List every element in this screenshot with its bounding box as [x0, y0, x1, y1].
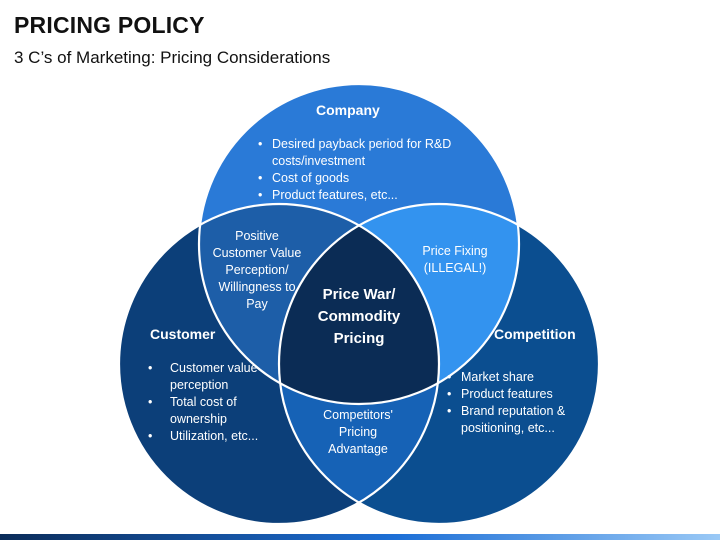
list-item: Product features, etc...	[258, 187, 466, 204]
customer-outline	[117, 202, 441, 526]
list-item: Cost of goods	[258, 170, 466, 187]
center-overlap	[279, 204, 439, 404]
competition-heading: Competition	[494, 326, 576, 342]
company-bullets: Desired payback period for R&D costs/inv…	[256, 136, 466, 204]
footer-bar	[0, 534, 720, 540]
customer-bullets: Customer value perception Total cost of …	[146, 360, 286, 445]
company-outline	[197, 82, 521, 406]
page-title: PRICING POLICY	[14, 12, 205, 38]
list-item: Desired payback period for R&D costs/inv…	[258, 136, 466, 170]
customer-competition-label: Competitors' Pricing Advantage	[323, 408, 393, 456]
competition-bullets: Market share Product features Brand repu…	[445, 369, 585, 437]
list-item: Utilization, etc...	[148, 428, 286, 445]
page-subtitle: 3 C’s of Marketing: Pricing Consideratio…	[14, 48, 331, 67]
company-heading: Company	[316, 102, 380, 118]
list-item: Customer value perception	[148, 360, 286, 394]
list-item: Total cost of ownership	[148, 394, 286, 428]
list-item: Market share	[447, 369, 585, 386]
center-label: Price War/ Commodity Pricing	[317, 286, 401, 347]
list-item: Product features	[447, 386, 585, 403]
customer-heading: Customer	[150, 326, 216, 342]
company-customer-label: Positive Customer Value Perception/ Will…	[212, 229, 302, 311]
list-item: Brand reputation & positioning, etc...	[447, 403, 585, 437]
company-competition-label: Price Fixing (ILLEGAL!)	[422, 244, 488, 275]
